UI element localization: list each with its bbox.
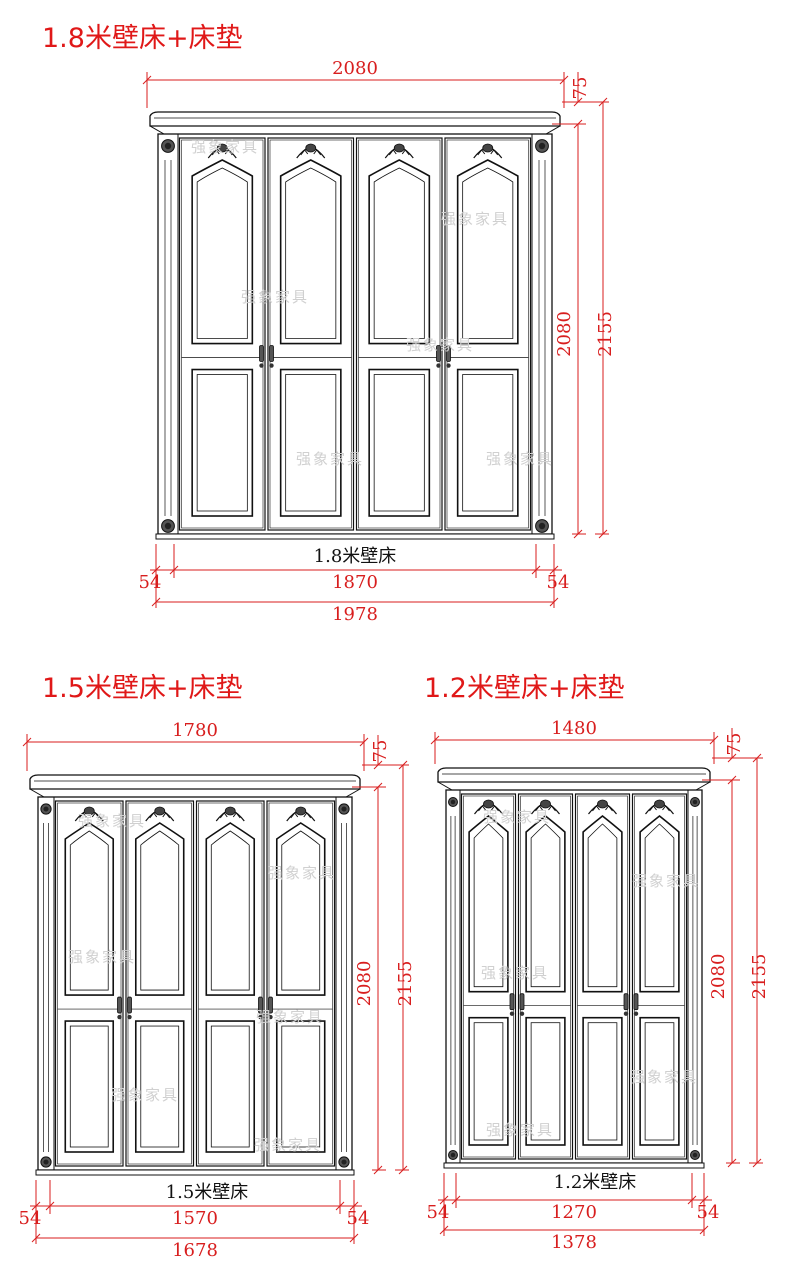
panel-title-1-8: 1.8米壁床+床垫 (42, 23, 243, 54)
watermark: 强象家具 (254, 1136, 322, 1154)
panel-title-1-5: 1.5米壁床+床垫 (42, 673, 243, 704)
dim-cornice-height-label: 75 (724, 733, 745, 756)
cornice (29, 774, 361, 790)
dim-outer-width-label: 1678 (172, 1240, 218, 1261)
plinth (443, 1162, 705, 1169)
door (195, 800, 265, 1167)
cornice (437, 767, 711, 783)
dim-outer-width-label: 1978 (332, 604, 378, 625)
wardrobe-caption: 1.2米壁床 (554, 1172, 637, 1193)
wardrobe-caption: 1.5米壁床 (166, 1182, 249, 1203)
door (355, 137, 443, 531)
dim-side-right-label: 54 (547, 572, 570, 593)
watermark: 强象家具 (111, 1086, 179, 1104)
cornice (149, 111, 561, 127)
watermark: 强象家具 (441, 210, 509, 228)
watermark: 强象家具 (268, 864, 336, 882)
watermark: 强象家具 (68, 948, 136, 966)
dim-overall-width-label: 1780 (172, 720, 218, 741)
watermark: 强象家具 (241, 288, 309, 306)
door (444, 137, 532, 531)
dim-body-height-label: 2080 (708, 954, 729, 1000)
watermark: 强象家具 (630, 1068, 698, 1086)
dim-body-height-label: 2080 (354, 961, 375, 1007)
dim-total-height-label: 2155 (395, 961, 416, 1007)
watermark: 强象家具 (481, 964, 549, 982)
dim-outer-width-label: 1378 (551, 1232, 597, 1253)
dim-total-height-label: 2155 (749, 954, 770, 1000)
plinth (155, 533, 555, 540)
watermark: 强象家具 (296, 450, 364, 468)
panel-title-1-2: 1.2米壁床+床垫 (424, 673, 625, 704)
dim-side-left-label: 54 (19, 1208, 42, 1229)
wardrobe-caption: 1.8米壁床 (314, 546, 397, 567)
dim-inner-width-label: 1270 (551, 1202, 597, 1223)
watermark: 强象家具 (486, 450, 554, 468)
plinth (35, 1169, 355, 1176)
watermark: 强象家具 (483, 808, 551, 826)
door (125, 800, 195, 1167)
dim-cornice-height-label: 75 (370, 740, 391, 763)
dim-side-left-label: 54 (427, 1202, 450, 1223)
door (266, 800, 336, 1167)
watermark: 强象家具 (256, 1008, 324, 1026)
door (517, 793, 574, 1160)
dim-body-height-label: 2080 (554, 311, 575, 357)
dim-inner-width-label: 1870 (332, 572, 378, 593)
dim-side-left-label: 54 (139, 572, 162, 593)
dim-cornice-height-label: 75 (570, 77, 591, 100)
watermark: 强象家具 (486, 1121, 554, 1139)
door (54, 800, 124, 1167)
watermark: 强象家具 (78, 812, 146, 830)
watermark: 强象家具 (191, 138, 259, 156)
door (460, 793, 517, 1160)
door (574, 793, 631, 1160)
dim-inner-width-label: 1570 (172, 1208, 218, 1229)
door (631, 793, 688, 1160)
dim-overall-width-label: 2080 (332, 58, 378, 79)
dim-side-right-label: 54 (347, 1208, 370, 1229)
dim-total-height-label: 2155 (595, 311, 616, 357)
door (267, 137, 355, 531)
door (178, 137, 266, 531)
watermark: 强象家具 (406, 336, 474, 354)
watermark: 强象家具 (632, 872, 700, 890)
dim-side-right-label: 54 (697, 1202, 720, 1223)
dim-overall-width-label: 1480 (551, 718, 597, 739)
